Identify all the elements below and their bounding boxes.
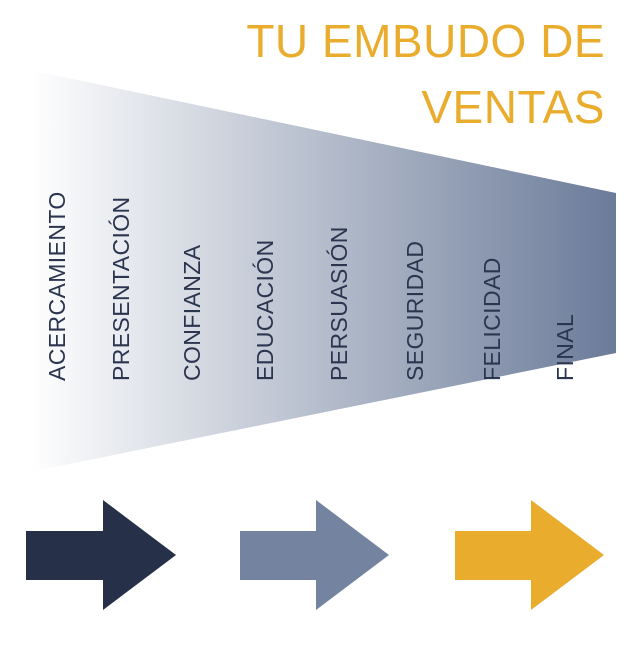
title-line-1: TU EMBUDO DE bbox=[246, 15, 605, 67]
arrow-right-icon bbox=[455, 500, 604, 610]
arrow-right-icon bbox=[240, 500, 389, 610]
funnel-body bbox=[30, 70, 616, 472]
title-line-2: VENTAS bbox=[421, 81, 605, 133]
arrow-right-icon bbox=[26, 500, 176, 610]
